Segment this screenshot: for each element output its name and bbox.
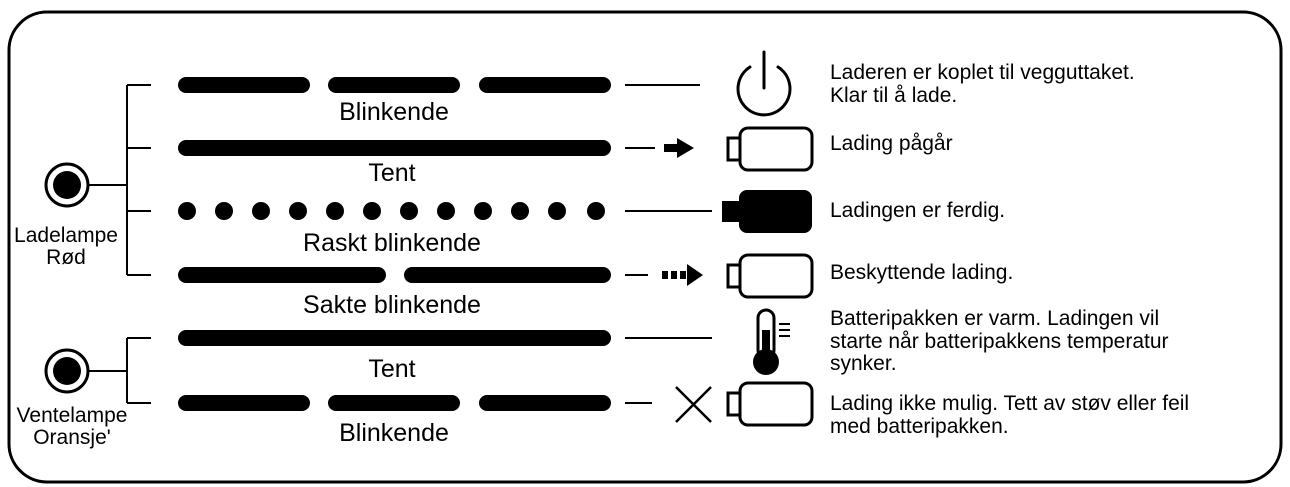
description-row-5-line-3: synker. [830,352,897,376]
description-row-3-line-1: Ladingen er ferdig. [830,199,1006,222]
charge-lamp-label-line-1: Ladelampe [14,224,118,247]
thermometer-icon [753,308,790,375]
pattern-label-row-5: Tent [368,355,416,383]
power-icon [736,50,792,117]
description-row-5: Batteripakken er varm. Ladingen vil star… [830,307,1169,376]
description-row-5-line-1: Batteripakken er varm. Ladingen vil [830,307,1160,330]
wait-lamp-icon [44,348,90,394]
outer-frame [7,10,1283,484]
pattern-row-3-fast-blinking [178,202,605,220]
pattern-label-row-6: Blinkende [339,419,449,447]
charge-lamp-label: Ladelampe Rød [14,224,118,270]
description-row-1-line-2: Klar til å lade. [830,83,958,107]
battery-error-icon [675,381,814,427]
pattern-label-row-3: Raskt blinkende [303,229,481,257]
description-row-1-line-1: Laderen er koplet til vegguttaket. [830,61,1135,84]
description-row-6: Lading ikke mulig. Tett av støv eller fe… [830,392,1190,438]
charge-lamp-bracket [88,84,151,276]
description-row-4: Beskyttende lading. [830,261,1014,285]
battery-protective-icon [662,253,814,299]
description-row-6-line-2: med batteripakken. [830,414,1009,438]
description-row-3: Ladingen er ferdig. [830,199,1006,223]
description-row-1: Laderen er koplet til vegguttaket. Klar … [830,61,1135,107]
wait-lamp-bracket [88,337,151,404]
description-row-6-line-1: Lading ikke mulig. Tett av støv eller fe… [830,392,1190,415]
description-row-2-line-1: Lading pågår [830,132,953,155]
charge-lamp-label-line-2: Rød [46,246,86,270]
battery-full-icon [722,190,812,233]
pattern-label-row-2: Tent [368,159,416,187]
description-row-2: Lading pågår [830,132,953,156]
battery-charging-icon [664,126,814,172]
wait-lamp-label: Ventelampe Oransje' [16,404,128,450]
description-row-5-line-2: starte når batteripakkens temperatur [830,329,1169,353]
wait-lamp-label-line-2: Oransje' [33,426,111,450]
charge-lamp-icon [44,162,90,208]
wait-lamp-label-line-1: Ventelampe [16,404,128,427]
pattern-label-row-1: Blinkende [339,98,449,126]
description-row-4-line-1: Beskyttende lading. [830,261,1014,284]
pattern-label-row-4: Sakte blinkende [303,291,481,319]
